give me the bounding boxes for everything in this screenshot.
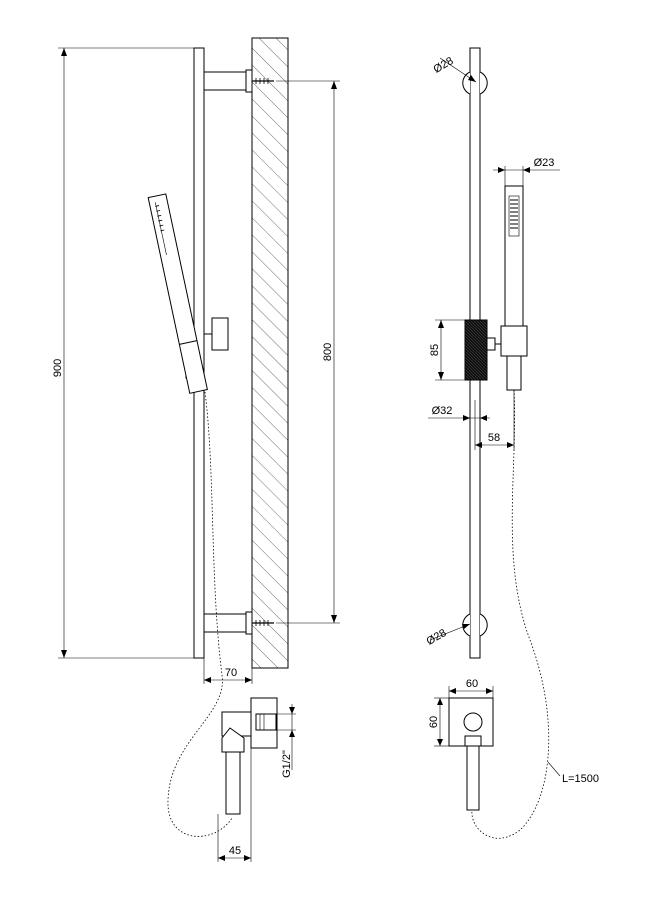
side-view: 900 800 70 G1/2" bbox=[52, 37, 340, 862]
dimension-fixing-distance-label: 800 bbox=[322, 343, 334, 361]
front-hose bbox=[471, 389, 550, 839]
dimension-height-label: 900 bbox=[52, 359, 64, 377]
front-view: Ø28 Ø23 85 Ø32 bbox=[424, 47, 599, 839]
dimension-handshower-offset: 58 bbox=[474, 390, 515, 450]
dimension-slider-height: 85 bbox=[429, 319, 465, 381]
wall-section bbox=[251, 37, 289, 669]
dimension-connector-width: 60 bbox=[448, 678, 494, 698]
front-wall-connector bbox=[448, 697, 494, 811]
side-bottom-bracket bbox=[203, 611, 274, 635]
dimension-connector-height-label: 60 bbox=[428, 716, 440, 728]
dimension-projection-label: 70 bbox=[225, 667, 237, 679]
dimension-fixing-distance: 800 bbox=[276, 80, 340, 624]
dimension-height: 900 bbox=[52, 47, 194, 659]
dimension-handshower-diameter-label: Ø23 bbox=[534, 157, 555, 169]
side-wall-connector bbox=[221, 697, 278, 815]
dimension-bracket-bottom-label: Ø28 bbox=[424, 627, 448, 648]
dimension-connector-height: 60 bbox=[428, 697, 449, 747]
dimension-handshower-diameter: Ø23 bbox=[493, 157, 560, 186]
dimension-hose-length-label: L=1500 bbox=[562, 773, 599, 785]
dimension-projection: 70 bbox=[203, 658, 253, 684]
dimension-thread-label: G1/2" bbox=[281, 750, 293, 778]
front-slider-block bbox=[464, 319, 488, 381]
front-top-bracket bbox=[479, 71, 488, 95]
dimension-bar-diameter-label: Ø32 bbox=[432, 405, 453, 417]
dimension-connector-width-label: 60 bbox=[466, 678, 478, 690]
dimension-bar-diameter: Ø32 bbox=[428, 390, 490, 425]
dimension-thread: G1/2" bbox=[276, 704, 296, 778]
dimension-hose-length: L=1500 bbox=[547, 761, 599, 785]
side-hose bbox=[167, 391, 233, 837]
side-hand-shower bbox=[147, 193, 208, 394]
dimension-bracket-top-label: Ø28 bbox=[431, 55, 455, 76]
dimension-slider-height-label: 85 bbox=[429, 344, 441, 356]
side-top-bracket bbox=[203, 69, 274, 93]
front-bottom-bracket bbox=[479, 613, 488, 637]
dimension-connector-depth-label: 45 bbox=[229, 845, 241, 857]
side-slider-knob bbox=[211, 317, 229, 351]
front-hand-shower bbox=[495, 185, 528, 391]
dimension-bracket-top: Ø28 bbox=[431, 55, 477, 83]
dimension-connector-depth: 45 bbox=[217, 748, 252, 862]
dimension-handshower-offset-label: 58 bbox=[488, 432, 500, 444]
